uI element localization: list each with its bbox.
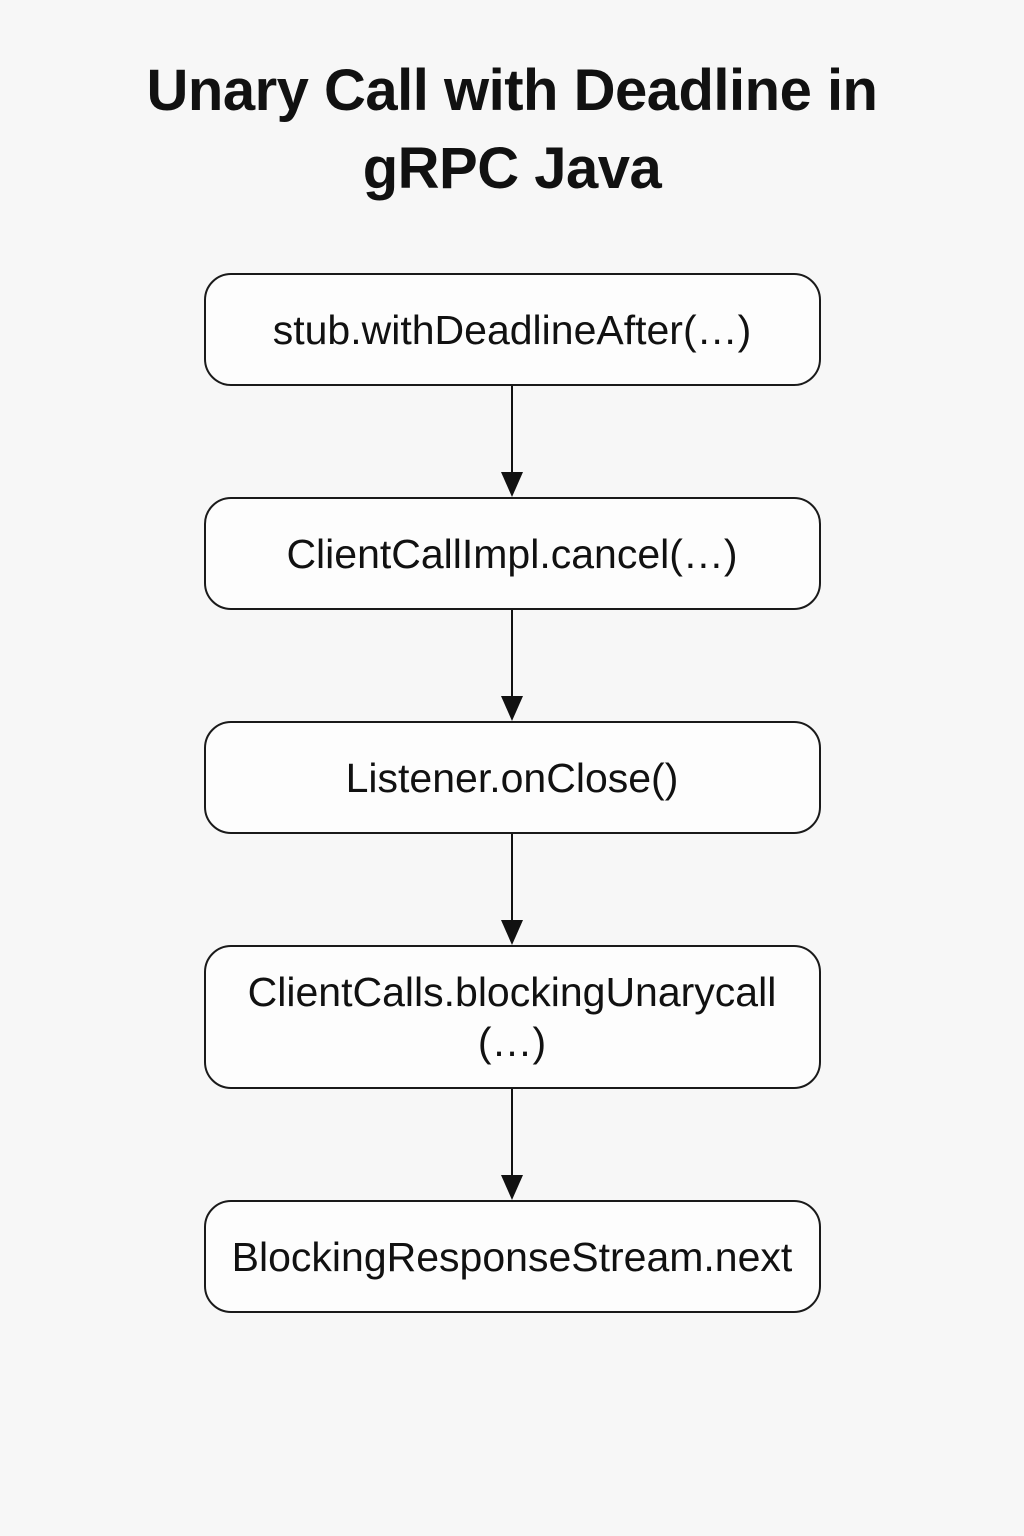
node-clientcalls-blockingunarycall: ClientCalls.blockingUnarycall (…) (203, 945, 821, 1090)
arrow-down-icon (501, 920, 523, 946)
arrow-line (510, 610, 514, 698)
node-blockingresponsestream-next: BlockingResponseStream.next (203, 1200, 821, 1314)
flowchart: stub.withDeadlineAfter(…) ClientCallImpl… (0, 273, 1024, 1314)
flow-arrow-3 (501, 834, 523, 946)
flow-arrow-1 (501, 386, 523, 498)
arrow-down-icon (501, 472, 523, 498)
node-clientcallimpl-cancel: ClientCallImpl.cancel(…) (203, 497, 821, 611)
node-stub-withdeadlineafter: stub.withDeadlineAfter(…) (203, 273, 821, 387)
arrow-line (510, 1089, 514, 1177)
arrow-line (510, 834, 514, 922)
flow-arrow-2 (501, 610, 523, 722)
arrow-down-icon (501, 1175, 523, 1201)
arrow-line (510, 386, 514, 474)
arrow-down-icon (501, 696, 523, 722)
diagram-title: Unary Call with Deadline in gRPC Java (146, 58, 878, 201)
node-listener-onclose: Listener.onClose() (203, 721, 821, 835)
flow-arrow-4 (501, 1089, 523, 1201)
